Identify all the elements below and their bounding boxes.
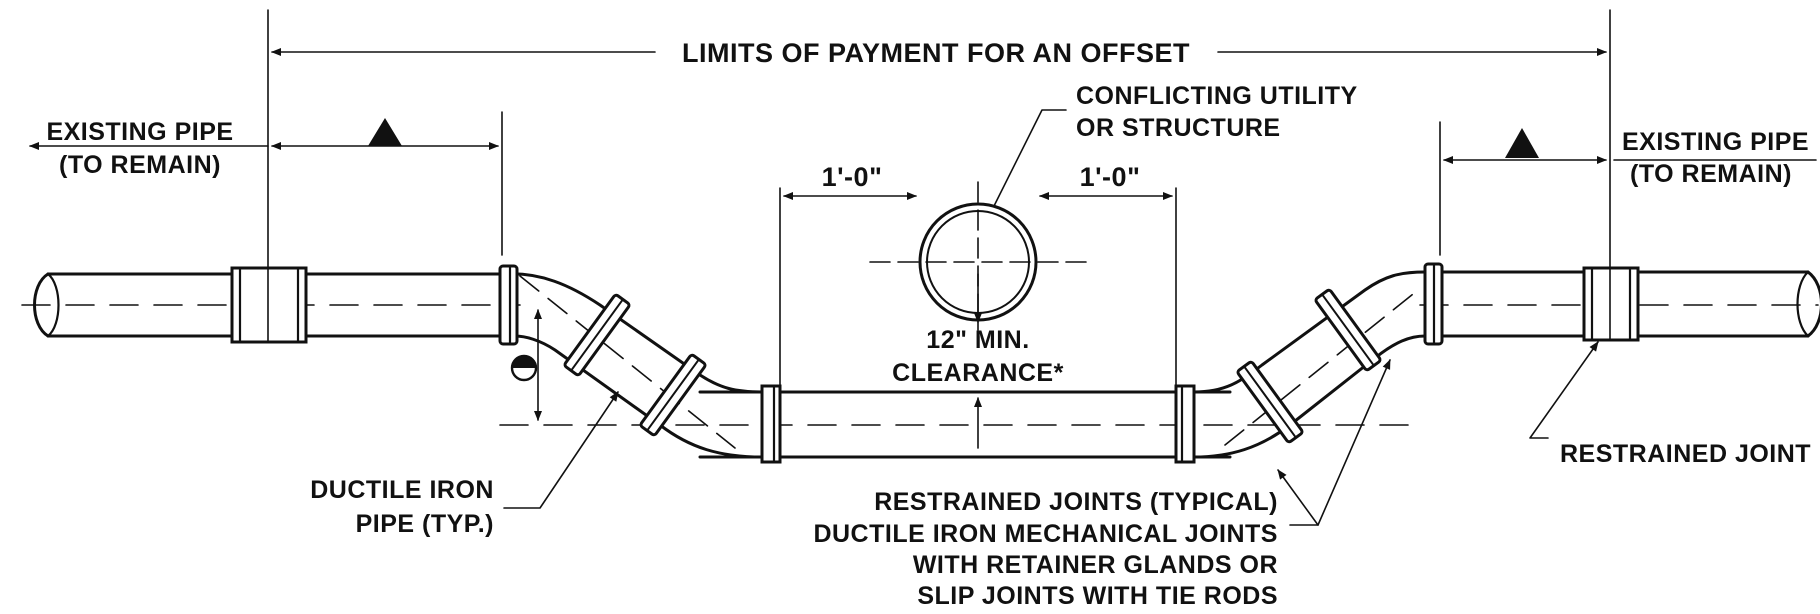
clearance-line2: CLEARANCE*	[892, 359, 1064, 387]
limits-label: LIMITS OF PAYMENT FOR AN OFFSET	[682, 38, 1190, 68]
triangle-a-icon	[368, 118, 402, 146]
restrained-line4: SLIP JOINTS WITH TIE RODS	[917, 582, 1278, 610]
ductile-line1: DUCTILE IRON	[310, 476, 494, 504]
ductile-leader	[503, 391, 619, 509]
left-offset-bottom	[513, 334, 764, 459]
left-pipe-break-inner	[46, 272, 60, 338]
restrained-right-leader	[1529, 341, 1599, 439]
ductile-iron-callout: DUCTILE IRON PIPE (TYP.)	[310, 391, 619, 538]
left-diag-joint-2	[639, 353, 707, 437]
left-diag-joint-1	[563, 293, 631, 377]
left-offset-top	[503, 272, 764, 394]
triangle-a-icon	[1505, 128, 1539, 158]
existing-right-line1: EXISTING PIPE	[1622, 128, 1809, 156]
clearance-line1: 12" MIN.	[926, 326, 1029, 354]
limits-dimension: LIMITS OF PAYMENT FOR AN OFFSET	[267, 9, 1611, 321]
right-offset-bend	[1192, 262, 1444, 459]
dim-right-label: 1'-0"	[1080, 162, 1141, 192]
low-joint-right	[1174, 384, 1196, 464]
restrained-line3: WITH RETAINER GLANDS OR	[913, 551, 1278, 579]
existing-pipe-left	[33, 266, 507, 344]
left-pipe-break	[33, 272, 50, 338]
circle-b-fill	[512, 356, 536, 368]
conflicting-utility: CONFLICTING UTILITY OR STRUCTURE	[869, 82, 1358, 331]
existing-left-line2: (TO REMAIN)	[59, 151, 221, 179]
existing-pipe-right-callout: EXISTING PIPE (TO REMAIN)	[1439, 121, 1817, 256]
left-offset-centerline	[519, 275, 736, 449]
restrained-line1: RESTRAINED JOINTS (TYPICAL)	[874, 488, 1278, 516]
restrained-line2: DUCTILE IRON MECHANICAL JOINTS	[813, 520, 1278, 548]
left-coupling	[230, 266, 308, 344]
existing-pipe-left-callout: EXISTING PIPE (TO REMAIN)	[29, 111, 503, 256]
left-bend-flange	[498, 264, 519, 346]
low-pipe	[698, 384, 1232, 464]
right-pipe-break	[1806, 270, 1820, 338]
right-offset-bottom	[1192, 334, 1427, 459]
existing-left-line1: EXISTING PIPE	[46, 118, 233, 146]
right-offset-centerline	[1224, 289, 1419, 446]
ductile-line2: PIPE (TYP.)	[356, 510, 494, 538]
conflicting-leader	[989, 109, 1067, 215]
right-diag-joint-1	[1236, 360, 1304, 444]
restrained-leader-1	[1277, 469, 1319, 526]
clearance-callout: 12" MIN. CLEARANCE*	[892, 273, 1064, 449]
restrained-joints-callout: RESTRAINED JOINTS (TYPICAL) DUCTILE IRON…	[813, 359, 1391, 610]
existing-right-line2: (TO REMAIN)	[1630, 160, 1792, 188]
vertical-offset-dimension	[510, 309, 542, 421]
low-joint-left	[760, 384, 782, 464]
restrained-right-label: RESTRAINED JOINT	[1560, 440, 1811, 468]
restrained-joint-right-callout: RESTRAINED JOINT	[1529, 341, 1811, 468]
existing-pipe-right	[1423, 266, 1820, 342]
left-offset-bend	[498, 264, 764, 459]
dim-left-label: 1'-0"	[822, 162, 883, 192]
right-offset-top	[1192, 270, 1427, 394]
right-pipe-break-inner	[1796, 270, 1810, 338]
restrained-leader-2	[1317, 359, 1391, 526]
conflicting-line1: CONFLICTING UTILITY	[1076, 82, 1358, 110]
right-diag-joint-2	[1314, 288, 1382, 372]
one-foot-dimensions: 1'-0" 1'-0"	[779, 162, 1177, 386]
conflicting-line2: OR STRUCTURE	[1076, 114, 1281, 142]
